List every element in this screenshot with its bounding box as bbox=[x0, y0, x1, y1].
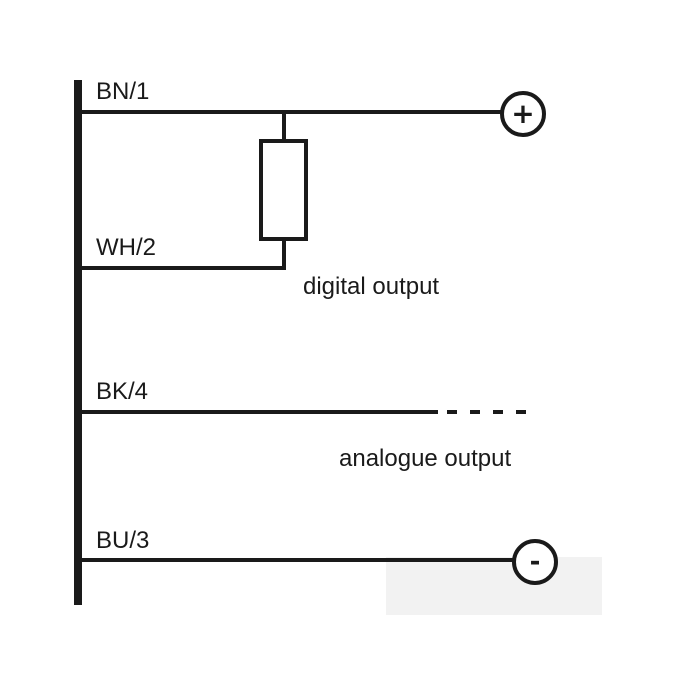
wire-label-bu: BU/3 bbox=[96, 527, 149, 554]
positive-terminal-sign: + bbox=[511, 97, 534, 130]
analogue-output-label: analogue output bbox=[339, 445, 511, 472]
wire-label-wh: WH/2 bbox=[96, 234, 156, 261]
wire-label-bn: BN/1 bbox=[96, 78, 149, 105]
negative-terminal: - bbox=[512, 539, 558, 585]
positive-terminal-circle bbox=[500, 91, 546, 137]
background-panel bbox=[386, 557, 602, 615]
wire-label-bk: BK/4 bbox=[96, 378, 148, 405]
negative-terminal-circle bbox=[512, 539, 558, 585]
positive-terminal: + bbox=[500, 91, 546, 137]
negative-terminal-sign: - bbox=[530, 547, 541, 577]
digital-output-label: digital output bbox=[303, 273, 439, 300]
resistor bbox=[259, 139, 308, 241]
bus-bar bbox=[74, 80, 82, 605]
